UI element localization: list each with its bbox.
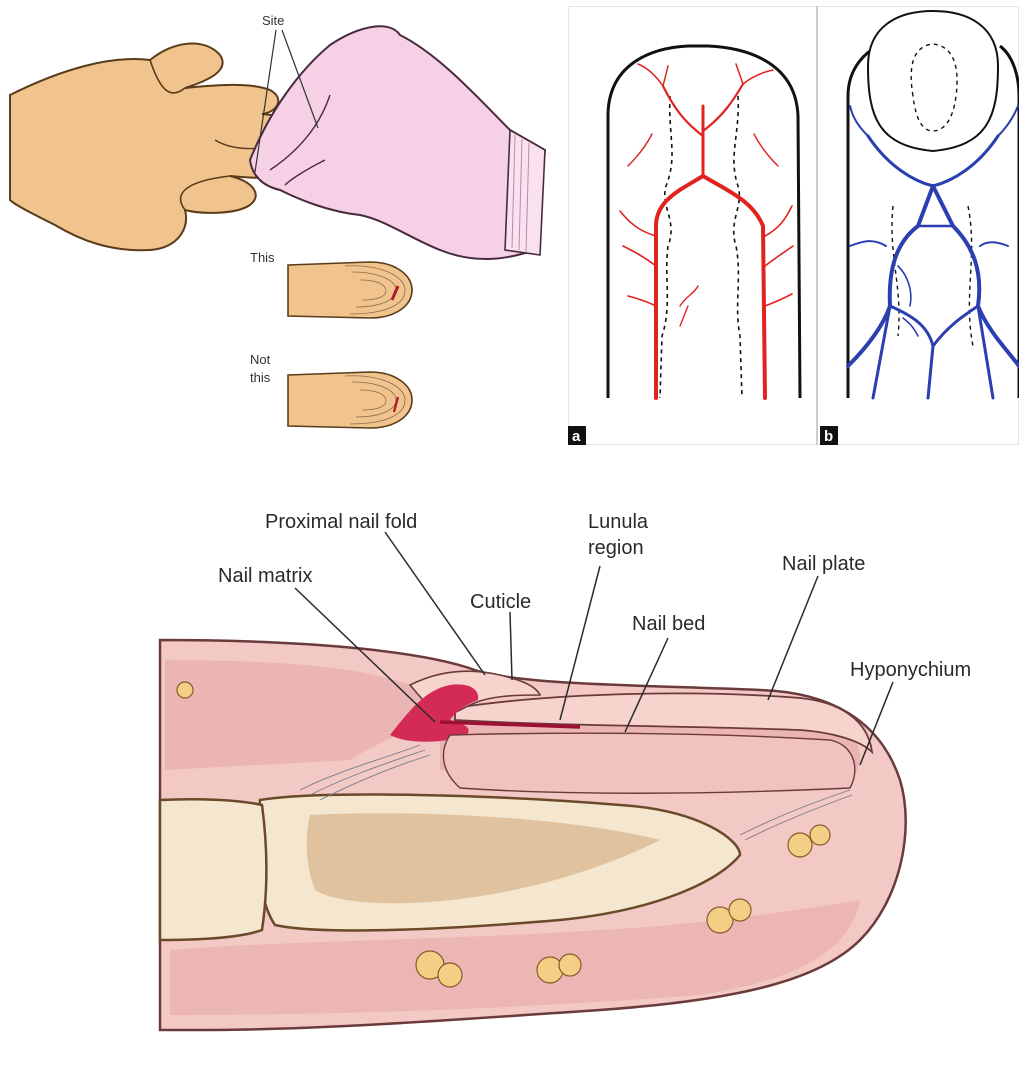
correct-site-label: This (250, 250, 275, 265)
gloved-hand (250, 26, 545, 259)
label-lunula-line1: Lunula (588, 511, 649, 533)
incorrect-site-label-line1: Not (250, 352, 271, 367)
nail-unit-cross-section: Proximal nail fold Nail matrix Cuticle L… (0, 470, 1019, 1072)
middle-phalanx-bone (160, 799, 267, 940)
panel-a-badge: a (572, 428, 581, 445)
label-nail-plate: Nail plate (782, 553, 865, 575)
fingertip-vasculature-panels: a b (568, 6, 1019, 445)
site-label: Site (262, 13, 284, 28)
label-hyponychium: Hyponychium (850, 659, 971, 681)
label-nail-matrix: Nail matrix (218, 565, 312, 587)
nail-bed (443, 733, 854, 793)
label-proximal-nail-fold: Proximal nail fold (265, 511, 417, 533)
label-lunula-line2: region (588, 537, 644, 559)
fingertip-incorrect (288, 372, 412, 428)
fingerstick-site-illustration: Site This Not this (0, 0, 560, 445)
panel-b-badge: b (824, 428, 833, 445)
label-cuticle: Cuticle (470, 591, 531, 613)
incorrect-site-label-line2: this (250, 370, 271, 385)
fingertip-correct (288, 262, 412, 318)
label-nail-bed: Nail bed (632, 613, 705, 635)
